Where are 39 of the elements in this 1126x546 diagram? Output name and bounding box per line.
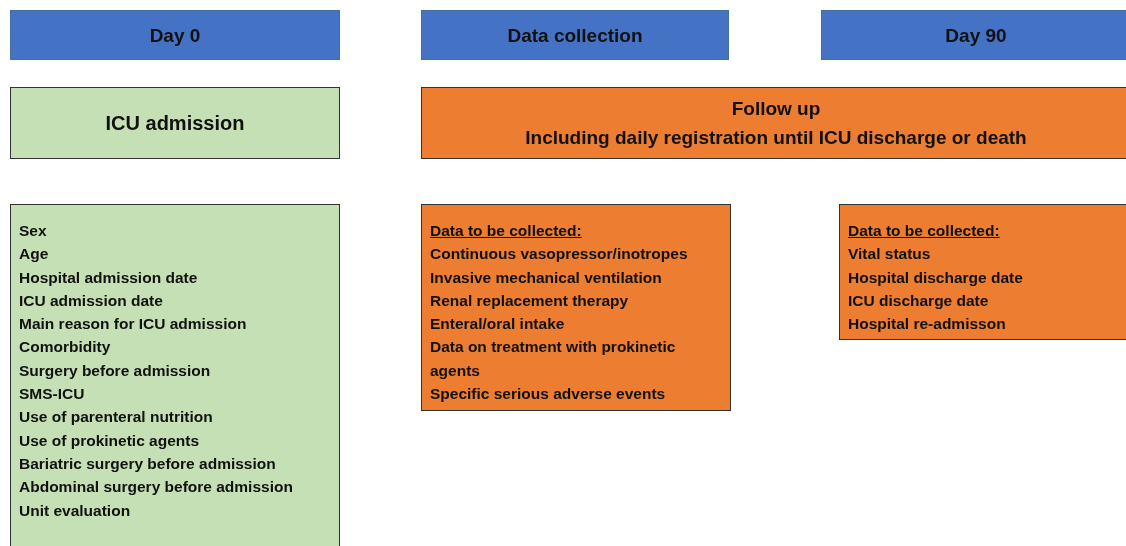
- list-item: Renal replacement therapy: [430, 290, 630, 311]
- list-item: Bariatric surgery before admission: [19, 453, 277, 474]
- list-item: Data on treatment with prokinetic agents: [430, 337, 677, 381]
- variable-list-box: [10, 204, 340, 546]
- phase-header: [10, 10, 340, 60]
- variable-list-box: [421, 204, 731, 411]
- box-title: Data collection: [507, 23, 643, 48]
- list-item: Main reason for ICU admission: [19, 314, 248, 335]
- box-title: ICU admission: [105, 110, 245, 136]
- list-item: Hospital discharge date: [848, 267, 1024, 288]
- list-item: Age: [19, 244, 50, 265]
- phase-header: [821, 10, 1126, 60]
- list-item: Use of prokinetic agents: [19, 430, 200, 451]
- stage-box: [10, 87, 340, 159]
- list-heading: Data to be collected:: [430, 221, 583, 241]
- list-item: Invasive mechanical ventilation: [430, 267, 663, 288]
- list-item: Comorbidity: [19, 337, 112, 358]
- list-item: Continuous vasopressor/inotropes: [430, 244, 689, 265]
- list-item: Surgery before admission: [19, 360, 212, 381]
- list-item: Specific serious adverse events: [430, 384, 667, 405]
- variable-list-box: [839, 204, 1126, 340]
- box-title: Day 0: [149, 23, 201, 48]
- list-item: Sex: [19, 221, 48, 241]
- list-item: SMS-ICU: [19, 384, 86, 405]
- phase-header: [421, 10, 729, 60]
- box-subtitle: Including daily registration until ICU discharge or death: [525, 126, 1027, 150]
- list-heading: Data to be collected:: [848, 221, 1001, 241]
- list-item: Vital status: [848, 244, 932, 265]
- list-item: Enteral/oral intake: [430, 314, 566, 335]
- list-item: ICU discharge date: [848, 290, 990, 311]
- list-item: ICU admission date: [19, 290, 164, 311]
- list-item: Unit evaluation: [19, 500, 132, 521]
- stage-box: [421, 87, 1126, 159]
- list-item: Abdominal surgery before admission: [19, 477, 294, 498]
- list-item: Hospital admission date: [19, 267, 199, 288]
- box-title: Day 90: [945, 23, 1007, 48]
- list-item: Hospital re-admisson: [848, 314, 1007, 335]
- box-title: Follow up: [731, 97, 821, 121]
- list-item: Use of parenteral nutrition: [19, 407, 214, 428]
